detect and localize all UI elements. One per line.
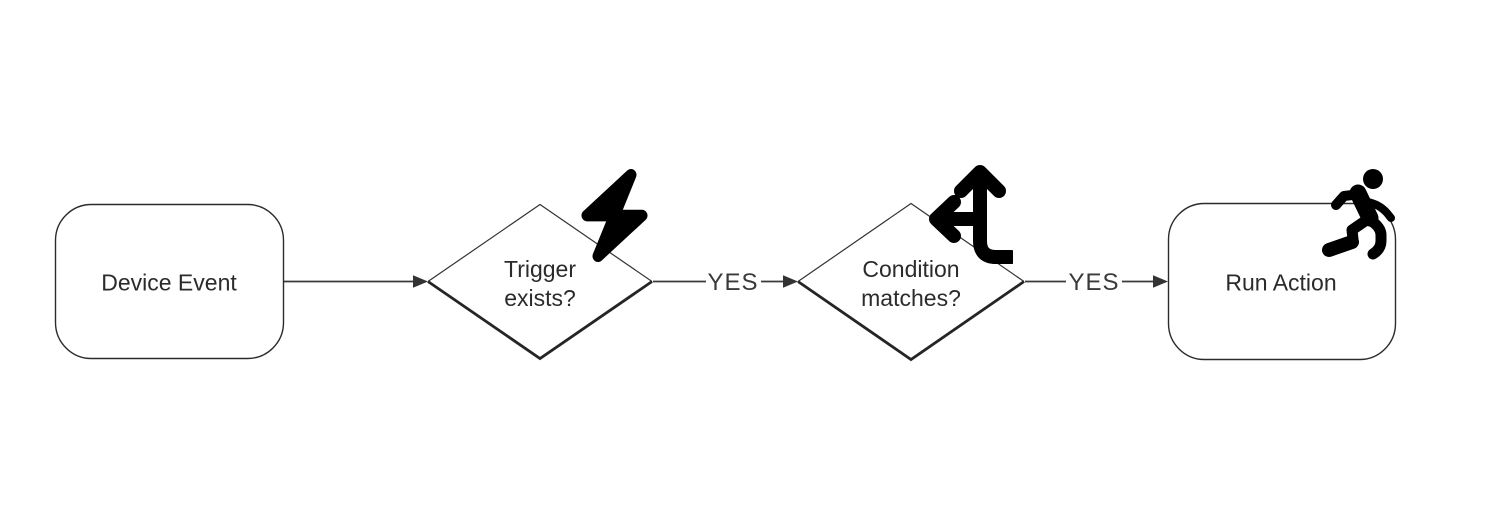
arrowhead-icon <box>783 275 798 288</box>
node-label-trigger-exists: Trigger exists? <box>504 256 576 311</box>
arrowhead-icon <box>1153 275 1168 288</box>
lightning-bolt-icon <box>581 169 648 262</box>
edge-label-yes-1: YES <box>707 269 759 296</box>
node-label-run-action: Run Action <box>1225 269 1337 296</box>
split-arrows-icon <box>929 165 1013 264</box>
edge-label-yes-2: YES <box>1068 269 1120 296</box>
node-trigger-exists-outline-top <box>427 203 653 282</box>
running-person-icon <box>1322 169 1395 260</box>
node-condition-matches-outline-bottom <box>797 280 1025 362</box>
node-label-device-event: Device Event <box>101 269 237 296</box>
node-device-event-shape <box>54 203 285 360</box>
node-trigger-exists-outline-bottom <box>427 280 653 361</box>
arrowhead-icon <box>413 275 428 288</box>
node-label-condition-matches: Condition matches? <box>861 256 961 311</box>
